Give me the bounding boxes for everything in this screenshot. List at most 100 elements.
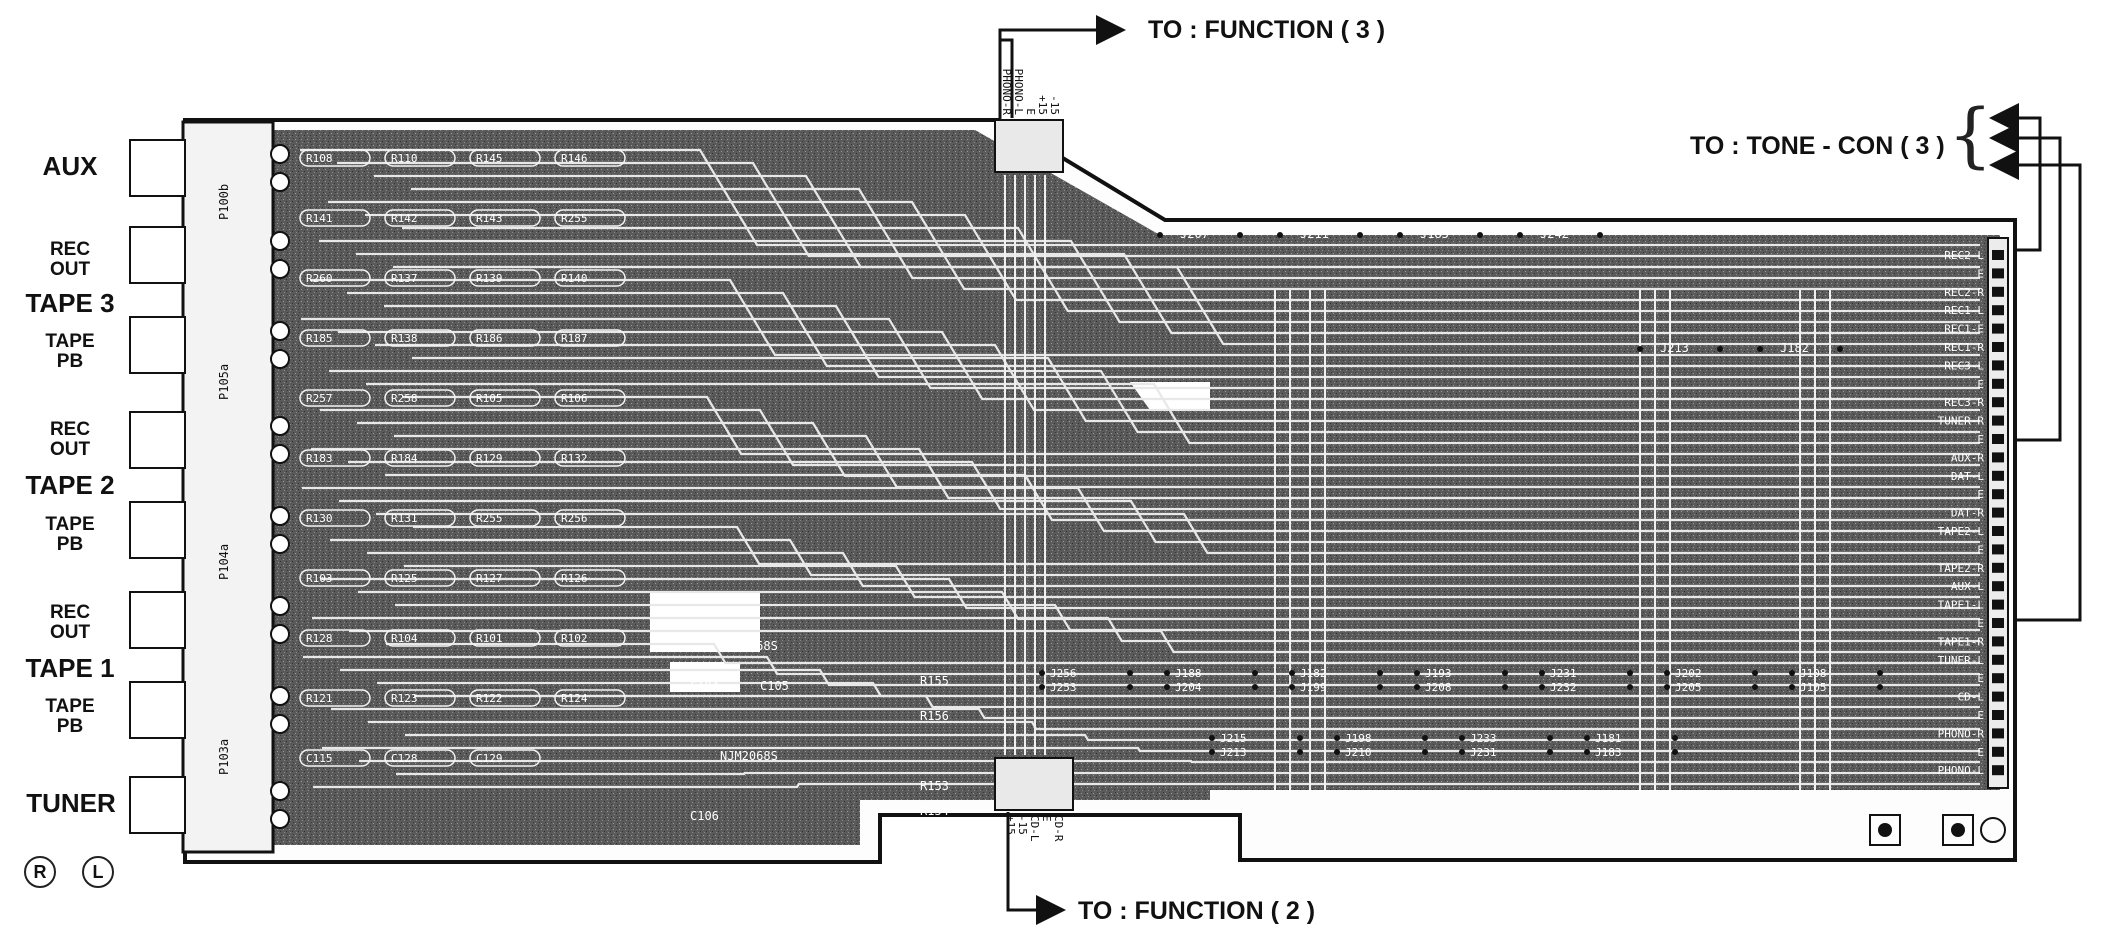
jumper-label: J182 [1780,341,1809,355]
component-outline [554,509,626,527]
pcb-traces [300,148,1980,789]
cutout-opamp-area-2 [670,662,740,692]
component-label: R130 [306,512,333,525]
jack-pin [270,416,290,436]
bottom-connector-pin-label: CD-R [1052,815,1065,842]
trace [359,759,1980,764]
component-outline [469,389,541,407]
trace [367,551,1980,588]
edge-pin-label: E [1977,378,1984,391]
trace [412,356,1980,423]
label-aux: AUX [42,151,98,181]
component-outline [384,629,456,647]
edge-pin [1992,618,2004,628]
jack-pin [270,624,290,644]
edge-pin [1992,599,2004,610]
cutout-opamp-area [650,592,760,652]
jumper-pad [1672,735,1678,741]
component-label: R258 [391,392,418,405]
edge-pin-label: TUNER-R [1938,415,1985,428]
top-connector-pin-label: PHONO-R [1000,69,1013,116]
dest-function2: TO : FUNCTION ( 2 ) [1078,897,1316,925]
component-label: R155 [920,674,949,688]
label-tape: TAPE [45,514,95,535]
edge-pin-label: E [1977,267,1984,280]
component-outline [469,509,541,527]
jack-pin [270,596,290,616]
jumper-pad [1127,684,1133,690]
trace [312,616,1980,643]
label-rec-out-1: REC OUT [40,240,100,280]
trace [386,642,1980,665]
component-label: R137 [391,272,418,285]
jumper-label: J231 [1470,746,1497,759]
jumper-pad [1584,749,1590,755]
component-label: R108 [306,152,333,165]
component-label: R132 [561,452,588,465]
jumper-label: J210 [1345,746,1372,759]
rca-jack [129,411,186,469]
jumper-pad [1502,684,1508,690]
rca-jack [129,226,186,284]
jack-pin [270,686,290,706]
trace [377,681,1980,698]
trace [337,161,1980,258]
trace [301,317,1980,390]
jumper-label: J183 [1595,746,1622,759]
component-label: C105 [760,679,789,693]
component-label: R103 [306,572,333,585]
component-outline [469,449,541,467]
component-label: R145 [476,152,503,165]
jumper-pad [1164,684,1170,690]
trace [321,577,1980,610]
dest-function3: TO : FUNCTION ( 3 ) [1148,16,1386,44]
jumper-pad [1837,346,1843,352]
edge-pin-label: E [1977,488,1984,501]
component-label: R140 [561,272,588,285]
component-label: R110 [391,152,418,165]
component-label: R102 [561,632,588,645]
component-label: C106 [690,809,719,823]
component-label: R128 [306,632,333,645]
left-channel-badge: L [82,856,114,888]
jumper-pad [1334,749,1340,755]
edge-pin-label: REC3-L [1944,359,1984,372]
edge-pin-label: CD-L [1958,691,1985,704]
rca-jack [129,591,186,649]
component-label: R257 [306,392,333,405]
component-outline [469,329,541,347]
component-outline [299,389,371,407]
component-label: R183 [306,452,333,465]
edge-pin-label: TUNER-L [1938,654,1985,667]
component-outline [384,749,456,767]
edge-pin-label: E [1977,709,1984,722]
arrow-to-tone-con-1 [1989,103,2042,252]
component-label: R105 [476,392,503,405]
component-label: R125 [391,572,418,585]
label-rec-out-2: REC OUT [40,420,100,460]
trace [338,330,1980,401]
edge-pin [1992,323,2004,334]
jumper-pad [1517,232,1523,238]
jumper-pad [1664,670,1670,676]
jumper-pad [1252,684,1258,690]
jumper-pad [1789,684,1795,690]
trace [319,239,1980,324]
dest-tone-con3: TO : TONE - CON ( 3 ) [1690,132,1945,160]
component-outline [554,629,626,647]
component-label: R141 [306,212,333,225]
label-tape1: TAPE 1 [25,653,115,683]
bottom-connector-pin-label: E [1040,815,1053,822]
edge-pin-label: DAT-R [1951,507,1984,520]
component-outline [469,749,541,767]
jumper-pad [1297,749,1303,755]
jack-label: P104a [217,544,231,580]
component-outline [554,329,626,347]
jack-pin [270,259,290,279]
trace [366,382,1980,445]
jumper-pad [1584,735,1590,741]
component-outline [554,389,626,407]
component-outline [299,329,371,347]
